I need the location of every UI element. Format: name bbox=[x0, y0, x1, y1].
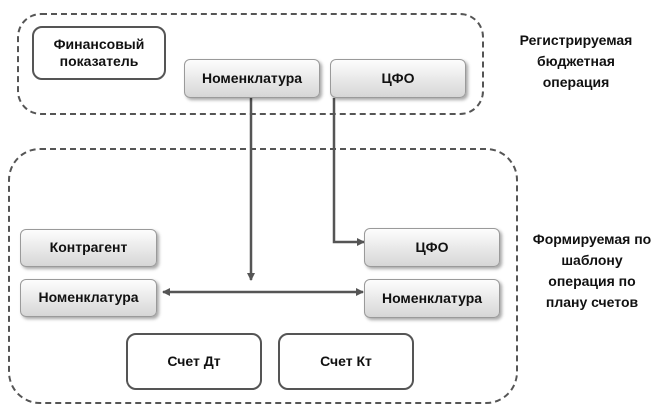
nomenclature-left-box: Номенклатура bbox=[20, 279, 157, 317]
contractor-box: Контрагент bbox=[20, 229, 157, 267]
formed-operation-caption: Формируемая по шаблону операция по плану… bbox=[532, 231, 652, 310]
nomenclature-right-box: Номенклатура bbox=[364, 279, 500, 318]
formed-operation-group bbox=[8, 148, 518, 404]
cfo-target-box: ЦФО bbox=[364, 228, 500, 267]
financial-indicator-box: Финансовый показатель bbox=[32, 26, 166, 80]
debit-account-box: Счет Дт bbox=[126, 333, 262, 390]
cfo-source-box: ЦФО bbox=[330, 59, 466, 98]
nomenclature-source-box: Номенклатура bbox=[184, 59, 320, 98]
registered-operation-caption: Регистрируемая бюджетная операция bbox=[519, 32, 633, 90]
cfo-connector bbox=[332, 98, 365, 246]
credit-account-box: Счет Кт bbox=[278, 333, 414, 390]
